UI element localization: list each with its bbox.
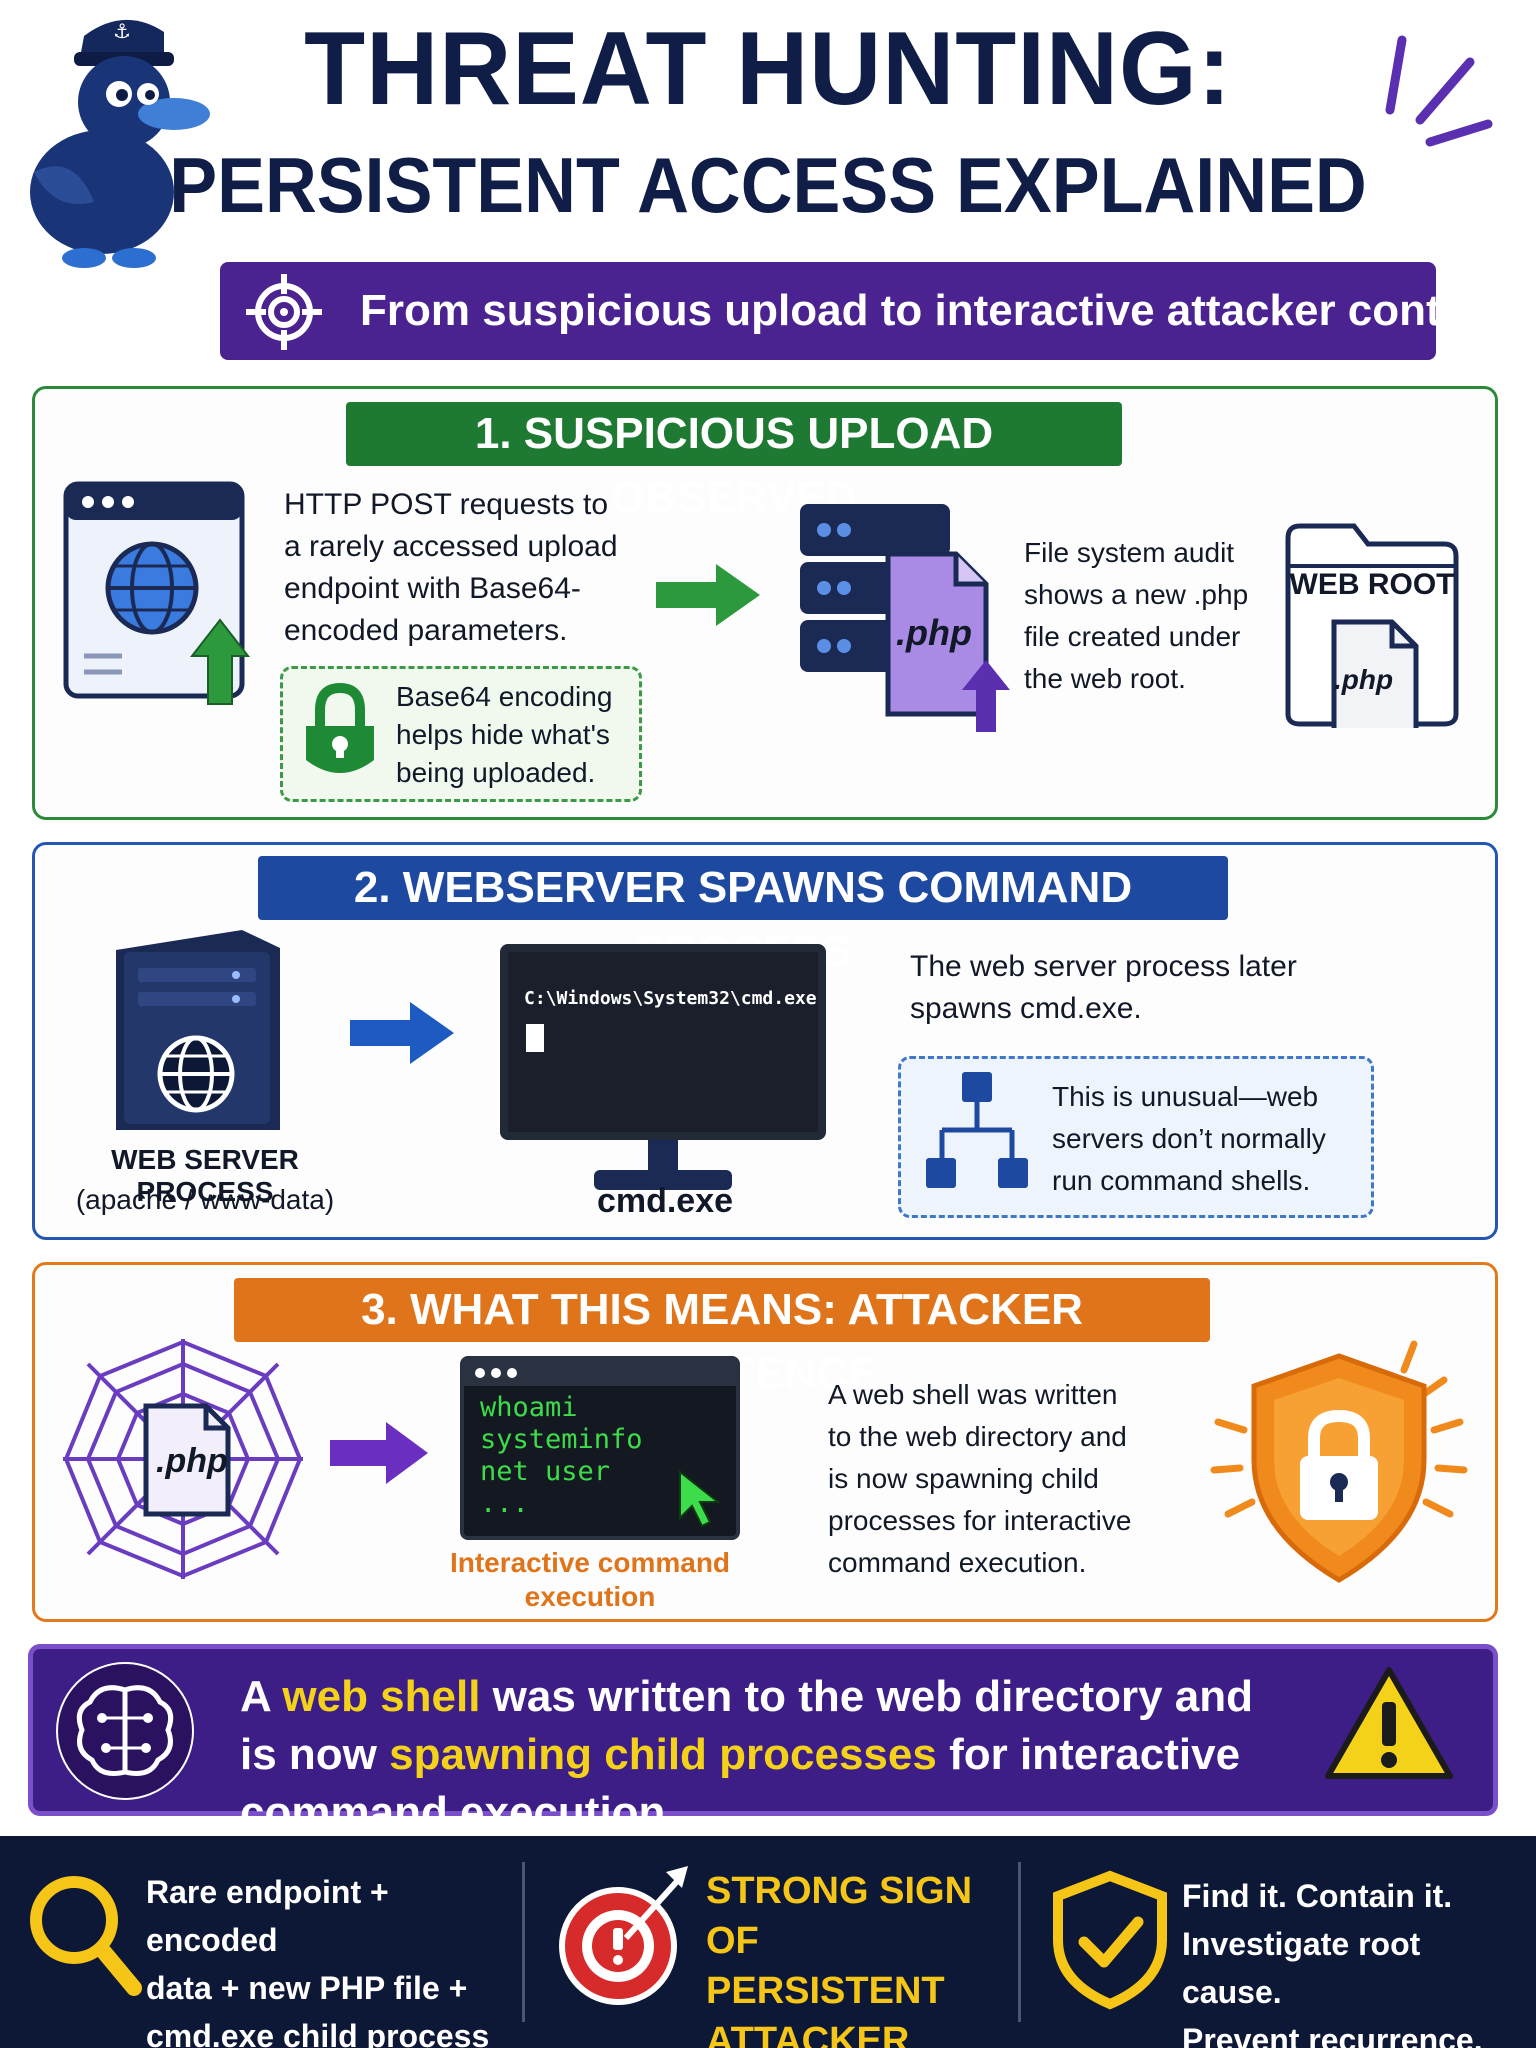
terminal-dots xyxy=(474,1366,534,1380)
terminal-caption: Interactive command execution xyxy=(449,1547,731,1612)
spawn-desc: The web server process later spawns cmd.… xyxy=(910,950,1297,1025)
lock-icon xyxy=(300,682,380,786)
section-2-title: 2. WEBSERVER SPAWNS COMMAND PROCESS xyxy=(258,856,1228,976)
unusual-note-text: This is unusual—web servers don’t normal… xyxy=(1052,1081,1326,1196)
server-php-icon xyxy=(796,500,1016,736)
duck-mascot-icon: ⚓ xyxy=(14,2,224,282)
web-server-process-label: WEB SERVER PROCESS xyxy=(111,1144,299,1207)
section-1-title: 1. SUSPICIOUS UPLOAD OBSERVED xyxy=(346,402,1122,522)
cmd-monitor xyxy=(500,944,826,1140)
footer-strong-sign: STRONG SIGN OF PERSISTENT ATTACKER ACCES… xyxy=(706,1870,973,2048)
cursor-block xyxy=(526,1024,544,1052)
target-icon xyxy=(244,272,324,352)
base64-note-text: Base64 encoding helps hide what's being … xyxy=(396,681,613,788)
cmd-exe-label: cmd.exe xyxy=(596,1182,734,1220)
web-root-folder-icon xyxy=(1284,518,1460,739)
cmd-path: C:\Windows\System32\cmd.exe xyxy=(524,988,817,1009)
warning-icon xyxy=(1324,1664,1454,1784)
summary-banner xyxy=(28,1644,1498,1816)
monitor-stand-icon xyxy=(592,1138,734,1194)
footer-divider-1 xyxy=(522,1862,525,2022)
page-title: THREAT HUNTING: xyxy=(304,11,1232,127)
web-shell-php-label: .php xyxy=(156,1442,228,1480)
section-3-title: 3. WHAT THIS MEANS: ATTACKER PERSISTENCE xyxy=(234,1278,1210,1398)
accent-lines-icon xyxy=(1370,20,1500,170)
subtitle-banner xyxy=(220,262,1436,360)
shield-check-icon xyxy=(1050,1870,1170,2010)
persistence-desc: A web shell was written to the web direc… xyxy=(828,1379,1132,1578)
footer-divider-2 xyxy=(1018,1862,1021,2022)
right-arrow-blue-icon xyxy=(350,1000,456,1066)
browser-upload-icon xyxy=(62,480,252,710)
audit-text: File system audit shows a new .php file … xyxy=(1024,537,1249,694)
web-server-tower-icon xyxy=(112,926,284,1134)
footer-equation: Rare endpoint + encoded data + new PHP f… xyxy=(146,1874,490,2048)
terminal-lines: whoami systeminfo net user ... xyxy=(480,1392,643,1519)
page-title-line2: PERSISTENT ACCESS EXPLAINED xyxy=(169,141,1367,229)
mouse-cursor-icon xyxy=(676,1468,724,1528)
summary-text: A web shell was written to the web direc… xyxy=(240,1672,1254,1837)
web-root-php-label: .php xyxy=(1334,664,1394,695)
right-arrow-purple-icon xyxy=(330,1420,430,1486)
shield-lock-icon xyxy=(1204,1330,1474,1590)
server-php-label: .php xyxy=(896,612,972,653)
brain-circuit-icon xyxy=(50,1660,200,1802)
magnifier-icon xyxy=(22,1868,142,1998)
web-root-label: WEB ROOT xyxy=(1289,568,1455,601)
target-arrow-icon xyxy=(556,1862,692,2012)
subtitle: From suspicious upload to interactive at… xyxy=(360,286,1497,335)
web-server-process-sublabel: (apache / www-data) xyxy=(75,1184,335,1215)
svg-text:⚓: ⚓ xyxy=(113,19,131,43)
process-tree-icon xyxy=(922,1070,1032,1194)
right-arrow-icon xyxy=(656,560,762,630)
footer-actions: Find it. Contain it. Investigate root ca… xyxy=(1182,1878,1483,2048)
http-post-text: HTTP POST requests to a rarely accessed … xyxy=(284,488,618,647)
spider-web-icon xyxy=(58,1334,308,1584)
footer-bar xyxy=(0,1836,1536,2048)
